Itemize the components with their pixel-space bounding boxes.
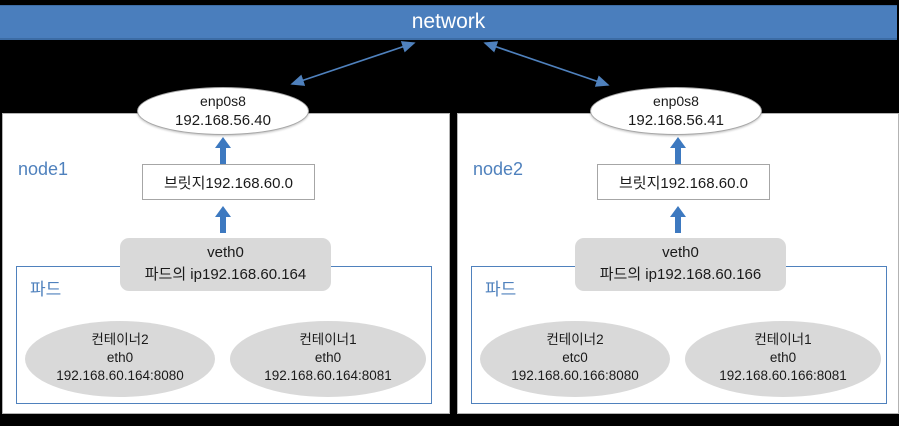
container-address: 192.168.60.164:8081 <box>264 368 392 383</box>
node2-nic-ip: 192.168.56.41 <box>628 112 724 129</box>
container-interface: etc0 <box>562 350 588 365</box>
container-interface: eth0 <box>106 350 134 365</box>
node1-pod-label: 파드 <box>30 280 62 299</box>
node1-label: node1 <box>18 159 69 179</box>
node1-nic-name: enp0s8 <box>200 93 246 109</box>
node1-nic-ip: 192.168.56.40 <box>175 112 271 129</box>
bidirectional-arrow-node2 <box>483 41 610 87</box>
network-bar-label: network <box>411 10 486 33</box>
node1-veth-name: veth0 <box>207 244 244 261</box>
node2-label: node2 <box>473 159 524 179</box>
node1-veth-box: veth0 파드의 ip192.168.60.164 <box>120 238 331 291</box>
container-name: 컨테이너1 <box>754 332 812 347</box>
node1-container2-ellipse: 컨테이너2 eth0 192.168.60.164:8080 <box>25 321 215 397</box>
node1-container1-ellipse: 컨테이너1 eth0 192.168.60.164:8081 <box>230 321 426 397</box>
up-arrow-icon <box>215 137 231 164</box>
node2-veth-pod-ip: 파드의 ip192.168.60.166 <box>599 266 762 283</box>
container-interface: eth0 <box>769 350 797 365</box>
container-name: 컨테이너2 <box>546 332 604 347</box>
node2-pod-box: 파드 컨테이너2 etc0 192.168.60.166:8080 컨테이너1 … <box>471 266 887 404</box>
container-name: 컨테이너2 <box>91 332 149 347</box>
node1-bridge-box: 브릿지192.168.60.0 <box>142 164 315 200</box>
container-address: 192.168.60.166:8080 <box>511 368 639 383</box>
container-interface: eth0 <box>314 350 342 365</box>
node2-box: enp0s8 192.168.56.41 node2 브릿지192.168.60… <box>457 87 899 414</box>
container-address: 192.168.60.164:8080 <box>56 368 184 383</box>
node2-veth-box: veth0 파드의 ip192.168.60.166 <box>575 238 786 291</box>
node2-nic-name: enp0s8 <box>653 93 699 109</box>
up-arrow-icon <box>670 206 686 233</box>
node2-container2-ellipse: 컨테이너2 etc0 192.168.60.166:8080 <box>480 321 670 397</box>
bidirectional-arrow-node1 <box>290 41 416 86</box>
container-name: 컨테이너1 <box>299 332 357 347</box>
node2-pod-label: 파드 <box>485 280 517 299</box>
node2-veth-name: veth0 <box>662 244 699 261</box>
node2-bridge-box: 브릿지192.168.60.0 <box>597 164 770 200</box>
up-arrow-icon <box>215 206 231 233</box>
node1-bridge-label: 브릿지192.168.60.0 <box>164 174 293 192</box>
node1-nic-ellipse: enp0s8 192.168.56.40 <box>137 87 309 135</box>
node2-nic-ellipse: enp0s8 192.168.56.41 <box>590 87 762 135</box>
node2-bridge-label: 브릿지192.168.60.0 <box>619 174 748 192</box>
up-arrow-icon <box>670 137 686 164</box>
node2-container1-ellipse: 컨테이너1 eth0 192.168.60.166:8081 <box>685 321 881 397</box>
network-bar: network <box>0 5 897 40</box>
node1-box: enp0s8 192.168.56.40 node1 브릿지192.168.60… <box>2 87 450 414</box>
container-address: 192.168.60.166:8081 <box>719 368 847 383</box>
node1-veth-pod-ip: 파드의 ip192.168.60.164 <box>144 266 307 283</box>
